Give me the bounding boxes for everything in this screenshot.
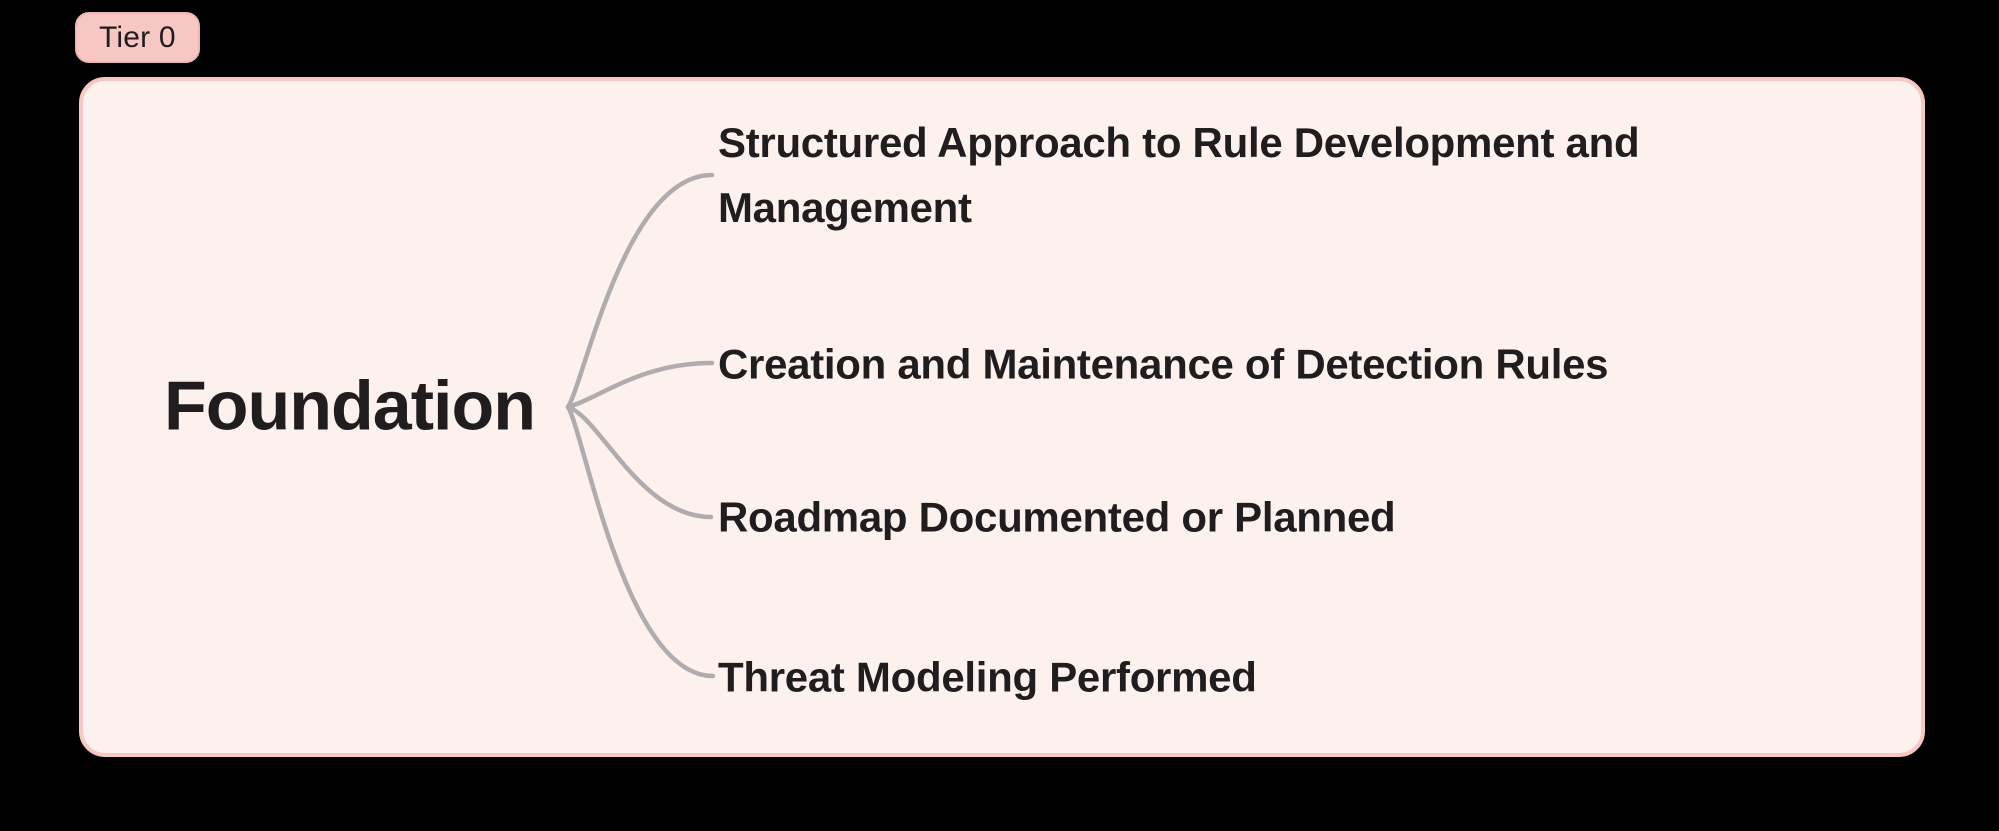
root-node-foundation[interactable]: Foundation xyxy=(164,366,536,445)
branch-node-structured-approach[interactable]: Structured Approach to Rule Development … xyxy=(718,119,1640,231)
tier-badge[interactable]: Tier 0 xyxy=(75,12,200,63)
tier-panel xyxy=(79,77,1925,757)
branch-node-creation-maintenance[interactable]: Creation and Maintenance of Detection Ru… xyxy=(718,340,1609,388)
branch-node-roadmap[interactable]: Roadmap Documented or Planned xyxy=(718,493,1396,541)
branch-node-threat-modeling[interactable]: Threat Modeling Performed xyxy=(718,653,1257,701)
tier-badge-label: Tier 0 xyxy=(99,20,176,54)
